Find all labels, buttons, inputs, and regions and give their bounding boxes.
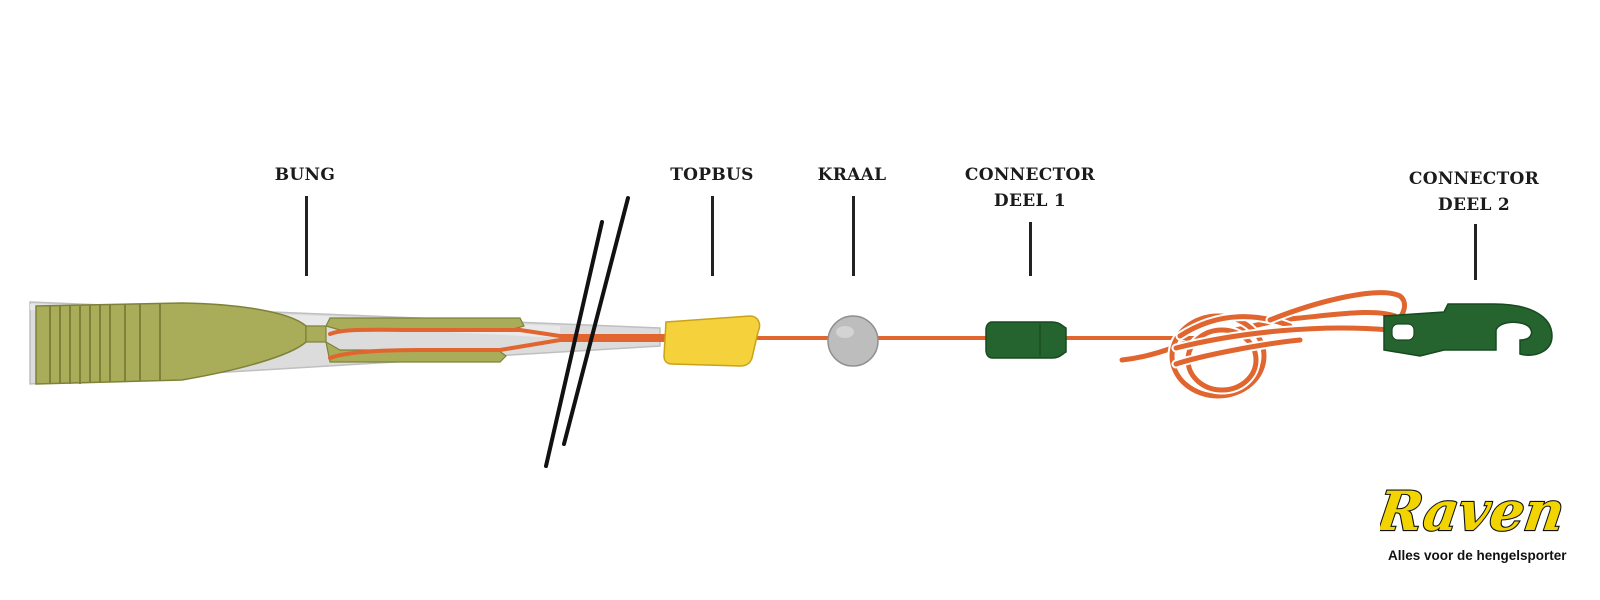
leader-topbus	[711, 196, 714, 276]
label-bung: BUNG	[265, 162, 345, 188]
leader-connector-deel1	[1029, 222, 1032, 276]
label-connector-deel1-line2: DEEL 1	[993, 191, 1067, 211]
knot	[1119, 288, 1409, 401]
label-connector-deel2-line1: CONNECTOR	[1408, 169, 1540, 189]
topbus-shape	[663, 315, 761, 367]
raven-logo-wordmark: Raven	[1380, 479, 1568, 543]
label-connector-deel1: CONNECTOR DEEL 1	[960, 162, 1100, 214]
label-kraal: KRAAL	[810, 162, 894, 188]
raven-tagline: Alles voor de hengelsporter	[1388, 548, 1567, 563]
label-bung-text: BUNG	[274, 165, 336, 185]
label-connector-deel2-line2: DEEL 2	[1437, 195, 1511, 215]
break-lines	[544, 196, 630, 468]
label-topbus: TOPBUS	[662, 162, 762, 188]
leader-bung	[305, 196, 308, 276]
connector-deel1-shape	[985, 321, 1067, 359]
leader-kraal	[852, 196, 855, 276]
leader-connector-deel2	[1474, 224, 1477, 280]
label-kraal-text: KRAAL	[817, 165, 887, 185]
raven-logo: Raven	[1380, 478, 1570, 544]
label-connector-deel2: CONNECTOR DEEL 2	[1404, 166, 1544, 218]
bung-elastic	[328, 327, 667, 360]
kraal-shape	[827, 315, 879, 367]
label-topbus-text: TOPBUS	[670, 165, 754, 185]
label-connector-deel1-line1: CONNECTOR	[964, 165, 1096, 185]
connector-deel2-shape	[1383, 303, 1553, 357]
